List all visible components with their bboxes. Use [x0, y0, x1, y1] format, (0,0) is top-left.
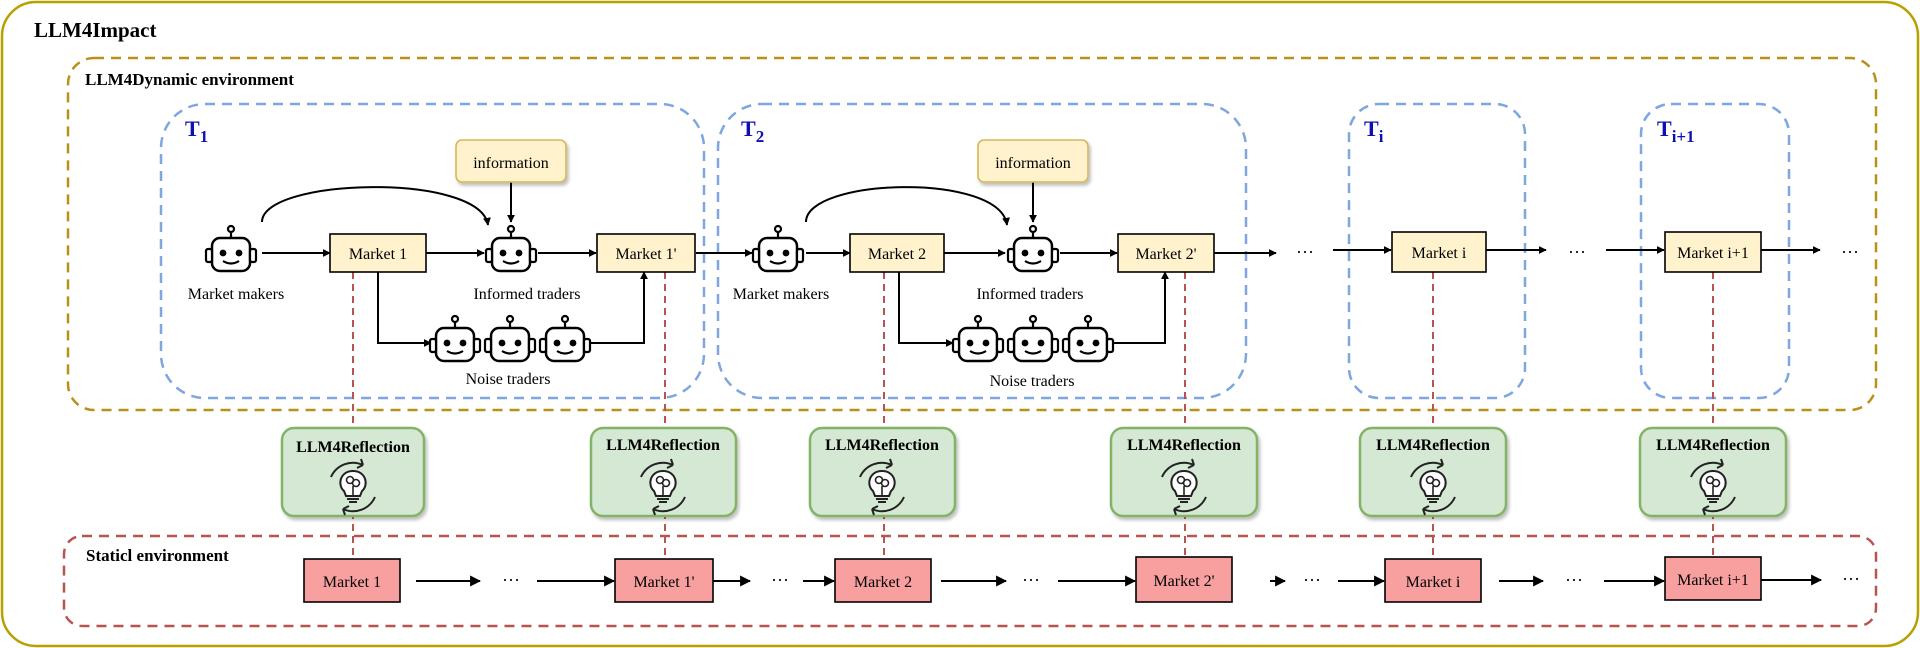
market-label: Market 1' — [615, 246, 676, 263]
dynamic-env-title: LLM4Dynamic environment — [85, 70, 294, 89]
static-market-box — [1135, 556, 1233, 603]
reflection-box: LLM4Reflection — [808, 426, 957, 518]
info-box — [977, 139, 1089, 183]
market-box — [1117, 233, 1215, 273]
ellipsis: ··· — [771, 570, 789, 590]
ellipsis: ··· — [1022, 570, 1040, 590]
static-market-label: Market 1' — [633, 574, 694, 591]
ellipsis: ··· — [1841, 242, 1859, 262]
reflection-box: LLM4Reflection — [1638, 426, 1788, 518]
static-market-label: Market i+1 — [1677, 572, 1749, 589]
static-env-title: Staticl environment — [86, 546, 229, 565]
period-title-t2: T2 — [741, 116, 764, 146]
market-box — [849, 233, 945, 273]
reflection-box: LLM4Reflection — [1358, 426, 1508, 518]
reflection-label: LLM4Reflection — [296, 439, 410, 456]
reflection-box: LLM4Reflection — [1109, 426, 1259, 518]
ti-content: ··· Market i ··· Market i+1 ··· — [1296, 231, 1859, 273]
period-title-ti: Ti — [1364, 116, 1384, 146]
ellipsis: ··· — [1842, 569, 1860, 589]
reflection-box: LLM4Reflection — [589, 426, 738, 518]
ellipsis: ··· — [1565, 570, 1583, 590]
market-makers-label: Market makers — [188, 286, 284, 303]
market-label: Market i — [1412, 245, 1467, 262]
period-title-t1: T1 — [185, 116, 208, 146]
ellipsis: ··· — [1296, 242, 1314, 262]
period-box-t2 — [716, 102, 1248, 400]
market-label: Market 2' — [1135, 246, 1196, 263]
static-row: Market 1 ··· Market 1' ··· Market 2 ··· … — [303, 556, 1860, 603]
ellipsis: ··· — [502, 570, 520, 590]
market-box — [1664, 231, 1762, 273]
market-box — [329, 233, 427, 273]
reflection-label: LLM4Reflection — [1376, 437, 1490, 454]
reflection-label: LLM4Reflection — [1127, 437, 1241, 454]
t2-content: information Market 2 Market 2' Market ma… — [733, 139, 1277, 390]
dynamic-env-frame — [66, 56, 1878, 412]
market-label: Market i+1 — [1677, 245, 1749, 262]
noise-traders-label: Noise traders — [466, 371, 551, 388]
period-box-t1 — [159, 102, 706, 400]
reflection-row: LLM4Reflection LLM4Reflection LLM4Reflec… — [280, 426, 1788, 518]
static-market-label: Market 2' — [1153, 573, 1214, 590]
static-market-label: Market 1 — [323, 574, 381, 591]
static-market-label: Market 2 — [854, 574, 912, 591]
market-label: Market 2 — [868, 246, 926, 263]
market-makers-label: Market makers — [733, 286, 829, 303]
outer-title: LLM4Impact — [34, 18, 157, 42]
reflection-label: LLM4Reflection — [1656, 437, 1770, 454]
static-env-frame — [62, 534, 1878, 628]
t1-content: information Market 1 Market 1' Market ma… — [188, 139, 753, 388]
ellipsis: ··· — [1568, 242, 1586, 262]
reflection-box: LLM4Reflection — [280, 426, 426, 518]
market-box — [1391, 231, 1487, 273]
info-label: information — [995, 155, 1071, 172]
period-title-ti1: Ti+1 — [1657, 116, 1695, 146]
noise-traders-label: Noise traders — [990, 373, 1075, 390]
static-market-box — [1664, 556, 1762, 601]
reflection-label: LLM4Reflection — [825, 437, 939, 454]
informed-traders-label: Informed traders — [976, 286, 1083, 303]
static-market-box — [303, 558, 401, 603]
info-box — [455, 139, 567, 183]
market-label: Market 1 — [349, 246, 407, 263]
static-market-label: Market i — [1406, 574, 1461, 591]
ellipsis: ··· — [1303, 570, 1321, 590]
info-label: information — [473, 155, 549, 172]
reflection-label: LLM4Reflection — [606, 437, 720, 454]
market-box — [596, 233, 696, 273]
static-market-box — [1384, 558, 1482, 603]
static-market-box — [834, 558, 932, 603]
informed-traders-label: Informed traders — [473, 286, 580, 303]
